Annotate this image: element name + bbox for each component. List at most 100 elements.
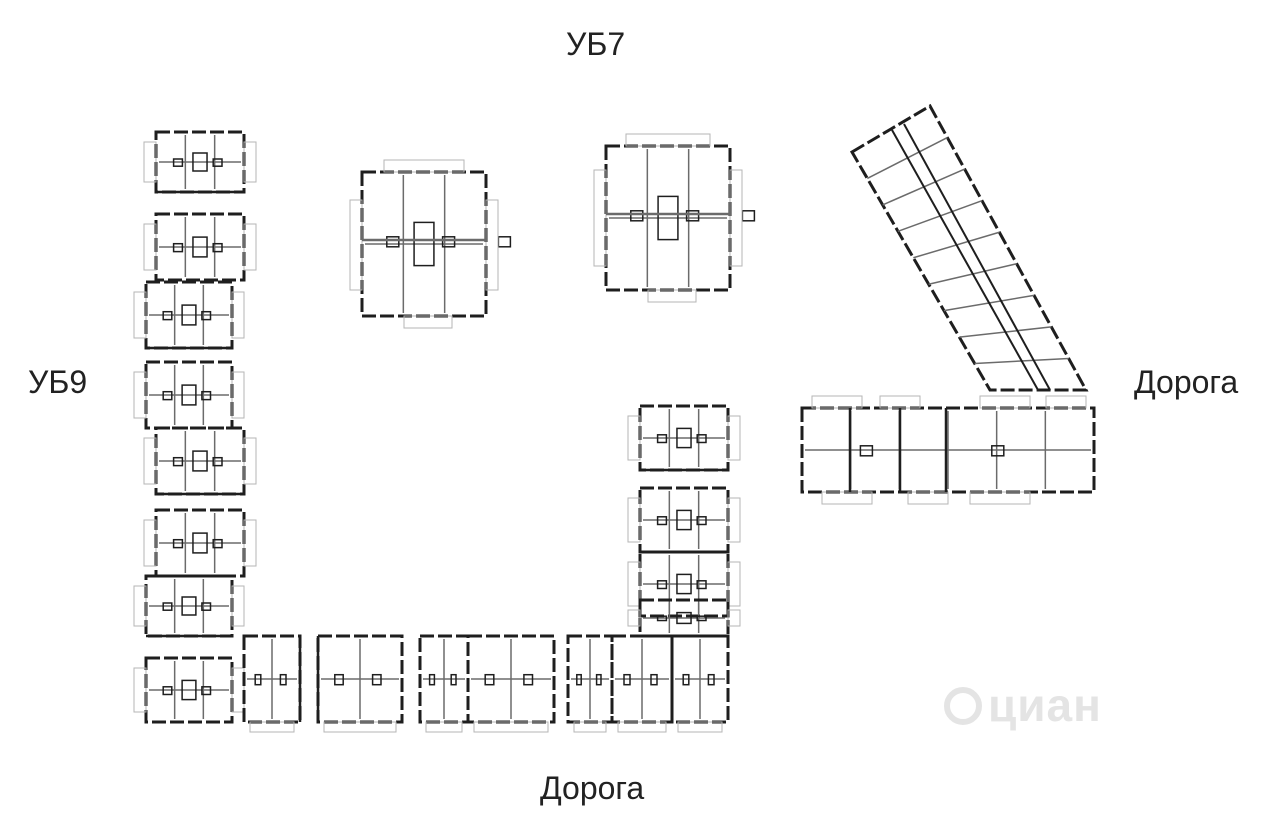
- balcony: [907, 491, 949, 505]
- fixture: [162, 602, 173, 611]
- building-south-wing: [242, 634, 730, 733]
- balcony: [133, 585, 147, 627]
- building-tower-2: [593, 133, 756, 303]
- fixture: [181, 679, 197, 701]
- balcony: [231, 371, 245, 419]
- balcony: [979, 395, 1031, 409]
- balcony: [821, 491, 873, 505]
- fixture: [172, 456, 184, 467]
- balcony: [143, 141, 157, 183]
- balcony: [243, 519, 257, 567]
- fixture: [201, 686, 212, 696]
- fixture: [279, 673, 287, 686]
- fixture: [741, 210, 756, 222]
- balcony: [231, 291, 245, 339]
- building-angled-wing: [849, 103, 1089, 392]
- balcony: [133, 291, 147, 339]
- balcony: [485, 199, 499, 291]
- fixture: [682, 673, 690, 686]
- watermark-text: циан: [988, 679, 1102, 731]
- balcony: [627, 497, 641, 543]
- balcony: [143, 437, 157, 485]
- balcony: [677, 721, 723, 733]
- label-ub7: УБ7: [566, 26, 626, 62]
- fixture: [371, 673, 382, 686]
- label-ub9: УБ9: [28, 364, 88, 400]
- fixture: [650, 673, 658, 686]
- fixture: [676, 509, 692, 531]
- fixture: [630, 210, 644, 222]
- fixture: [172, 242, 184, 253]
- balcony: [729, 169, 743, 267]
- fixture: [696, 580, 707, 590]
- balcony: [133, 667, 147, 713]
- fixture: [192, 532, 208, 554]
- balcony: [727, 609, 741, 627]
- fixture: [623, 673, 631, 686]
- balcony: [627, 609, 641, 627]
- fixture: [656, 434, 668, 444]
- fixture: [172, 158, 184, 167]
- fixture: [696, 516, 707, 526]
- balcony: [383, 159, 465, 173]
- exterior-wall: [849, 103, 1089, 392]
- fixture: [212, 456, 223, 467]
- balcony: [727, 561, 741, 607]
- building-right-block: [800, 395, 1096, 505]
- balcony: [647, 289, 697, 303]
- balcony: [727, 497, 741, 543]
- balcony: [473, 721, 549, 733]
- fixture: [676, 611, 692, 625]
- fixture: [162, 390, 173, 401]
- fixture: [523, 673, 534, 686]
- balcony: [231, 585, 245, 627]
- balcony: [811, 395, 863, 409]
- balcony: [231, 667, 245, 713]
- balcony: [243, 223, 257, 271]
- balcony: [879, 395, 921, 409]
- balcony: [573, 721, 607, 733]
- fixture: [192, 152, 208, 172]
- balcony: [133, 371, 147, 419]
- fixture: [595, 673, 602, 686]
- fixture: [181, 384, 197, 406]
- fixture: [991, 445, 1005, 457]
- balcony: [143, 223, 157, 271]
- fixture: [859, 445, 874, 457]
- balcony: [617, 721, 667, 733]
- fixture: [656, 516, 668, 526]
- balcony: [969, 491, 1031, 505]
- fixture: [201, 390, 212, 401]
- balcony: [243, 437, 257, 485]
- balcony: [349, 199, 363, 291]
- balcony: [593, 169, 607, 267]
- fixture: [181, 596, 197, 616]
- fixture: [192, 450, 208, 472]
- fixture: [162, 686, 173, 696]
- label-road-east: Дорога: [1134, 364, 1239, 400]
- balcony: [249, 721, 295, 733]
- balcony: [403, 315, 453, 329]
- balcony: [625, 133, 711, 147]
- fixture: [162, 310, 173, 321]
- fixture: [413, 221, 435, 267]
- fixture: [441, 236, 456, 248]
- fixture: [685, 210, 700, 222]
- balcony: [727, 415, 741, 461]
- fixture: [334, 673, 344, 686]
- corridor-wall: [903, 123, 1051, 391]
- fixture: [450, 673, 457, 686]
- balcony: [425, 721, 463, 733]
- fixture: [676, 427, 692, 449]
- balcony: [143, 519, 157, 567]
- corridor-wall: [891, 129, 1039, 391]
- fixture: [656, 580, 668, 590]
- fixture: [428, 673, 436, 686]
- fixture: [212, 538, 223, 549]
- fixture: [181, 304, 197, 326]
- fixture: [212, 158, 223, 167]
- exterior-wall: [466, 634, 556, 724]
- fixture: [676, 573, 692, 595]
- watermark: циан: [944, 678, 1102, 732]
